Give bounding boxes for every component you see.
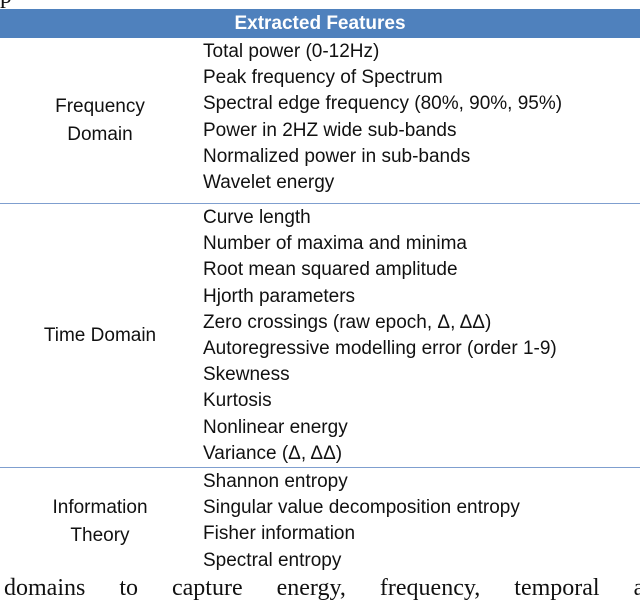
category-line: Theory (70, 525, 130, 546)
feature-item: Spectral entropy (203, 549, 342, 571)
feature-item: Variance (Δ, ΔΔ) (203, 442, 343, 464)
feature-item: Root mean squared amplitude (203, 259, 458, 281)
feature-item: Wavelet energy (203, 172, 335, 194)
group-time-domain: Time Domain Curve length Number of maxim… (0, 204, 640, 468)
group-information-theory: Information Theory Shannon entropy Singu… (0, 468, 640, 576)
category-line: Frequency (55, 95, 145, 117)
features-table: Extracted Features Frequency Domain Tota… (0, 9, 640, 576)
feature-list: Shannon entropy Singular value decomposi… (203, 468, 640, 574)
category-line: Domain (67, 123, 133, 145)
feature-item: Shannon entropy (203, 471, 348, 492)
feature-item: Normalized power in sub-bands (203, 145, 471, 167)
feature-list: Curve length Number of maxima and minima… (203, 204, 640, 467)
table-header: Extracted Features (0, 9, 640, 38)
feature-list: Total power (0-12Hz) Peak frequency of S… (203, 38, 640, 196)
feature-item: Power in 2HZ wide sub-bands (203, 119, 457, 141)
feature-item: Total power (0-12Hz) (203, 41, 380, 62)
category-label: Frequency Domain (0, 38, 200, 203)
feature-item: Hjorth parameters (203, 285, 356, 307)
feature-item: Singular value decomposition entropy (203, 497, 520, 519)
feature-item: Autoregressive modelling error (order 1-… (203, 338, 557, 360)
category-line: Time Domain (43, 324, 157, 346)
category-label: Information Theory (0, 468, 200, 576)
group-frequency-domain: Frequency Domain Total power (0-12Hz) Pe… (0, 38, 640, 204)
feature-item: Zero crossings (raw epoch, Δ, ΔΔ) (203, 311, 492, 333)
feature-item: Skewness (203, 364, 290, 386)
top-text-fragment: p (0, 0, 12, 8)
feature-item: Spectral edge frequency (80%, 90%, 95%) (203, 93, 563, 115)
feature-item: Nonlinear energy (203, 416, 348, 438)
bottom-text-fragment: domains to capture energy, frequency, te… (4, 575, 640, 601)
feature-item: Number of maxima and minima (203, 233, 467, 255)
feature-item: Kurtosis (203, 390, 272, 412)
feature-item: Curve length (203, 207, 311, 228)
category-line: Information (52, 497, 148, 518)
feature-item: Fisher information (203, 523, 356, 545)
category-label: Time Domain (0, 204, 200, 467)
feature-item: Peak frequency of Spectrum (203, 67, 443, 89)
